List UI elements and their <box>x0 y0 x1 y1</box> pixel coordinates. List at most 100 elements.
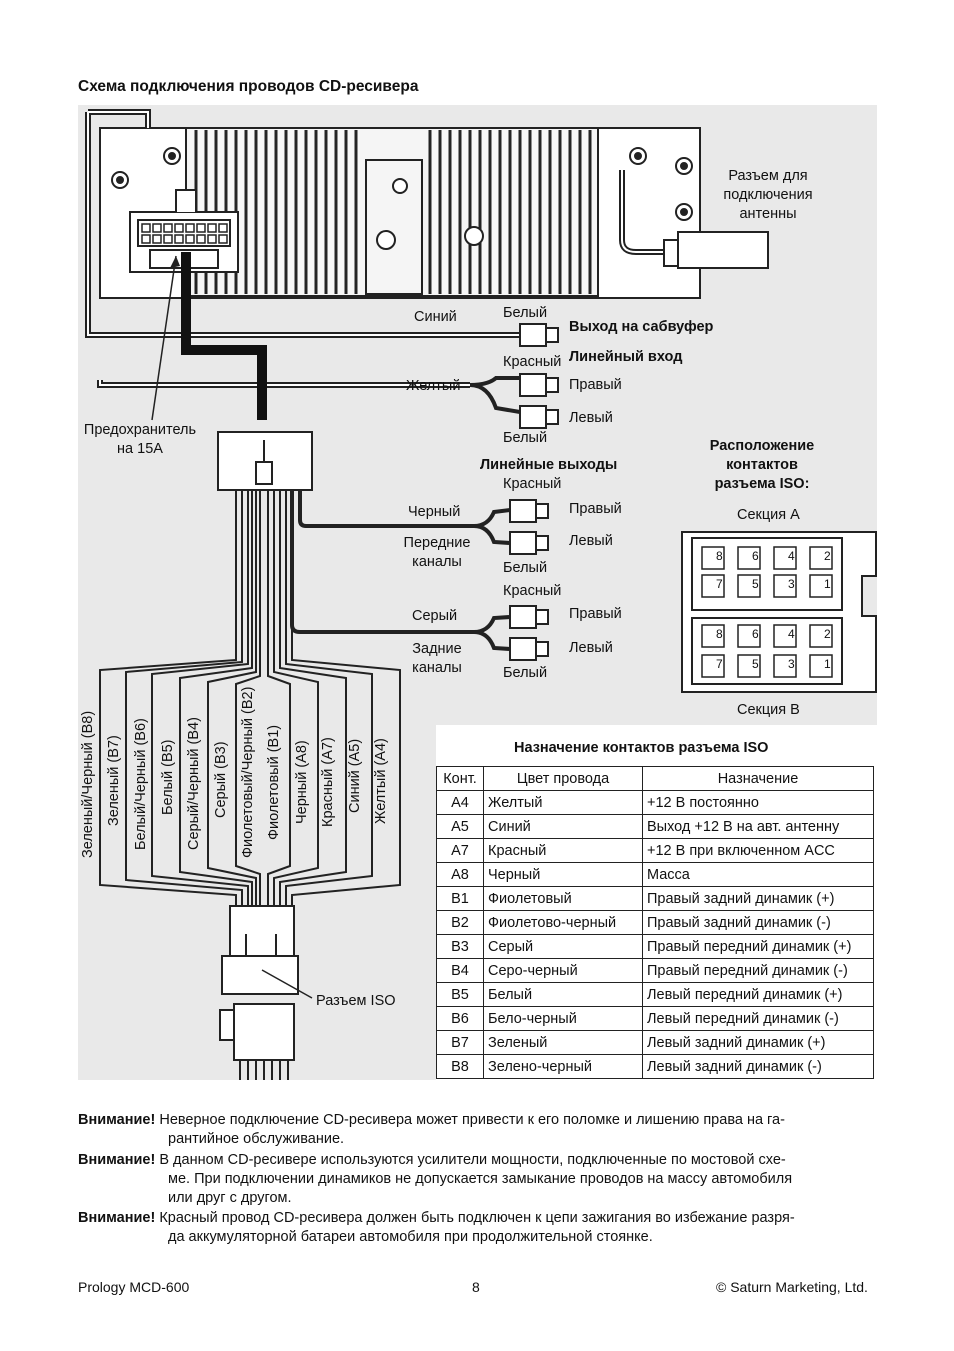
pin-b8: 8 <box>716 627 723 641</box>
warning-3: Внимание! Красный провод CD-ресивера дол… <box>78 1209 878 1247</box>
fuse-pointer <box>151 255 177 421</box>
pin-a7: 7 <box>716 577 723 591</box>
pin-b7: 7 <box>716 657 723 671</box>
rear-wire-label: Серый <box>412 608 458 624</box>
wire-label-a8: Черный (A8) <box>294 740 310 824</box>
wire-label-b4: Серый/Черный (B4) <box>186 717 202 850</box>
warning-line: рантийное обслуживание. <box>168 1131 345 1147</box>
diagram-background <box>78 105 877 1080</box>
pin-cell: B7 <box>436 1030 484 1055</box>
column-header-pin: Конт. <box>436 766 484 791</box>
purpose-cell: Левый задний динамик (+) <box>642 1030 874 1055</box>
front-left-label: Левый <box>569 533 613 549</box>
warning-line: Неверное подключение CD-ресивера может п… <box>159 1112 785 1128</box>
pin-cell: A8 <box>436 862 484 887</box>
wire-label-b6: Белый/Черный (B6) <box>133 718 149 850</box>
pin-a8: 8 <box>716 549 723 563</box>
line-out-title: Линейные выходы <box>480 457 618 473</box>
pin-a4: 4 <box>788 549 795 563</box>
purpose-cell: +12 В постоянно <box>642 790 874 815</box>
rear-right-label: Правый <box>569 606 622 622</box>
pin-b4: 4 <box>788 627 795 641</box>
color-cell: Синий <box>483 814 643 839</box>
pin-cell: B6 <box>436 1006 484 1031</box>
purpose-cell: +12 В при включенном ACC <box>642 838 874 863</box>
warning-line: или друг с другом. <box>168 1190 292 1206</box>
warning-head: Внимание! <box>78 1152 156 1168</box>
outer-wires-inner <box>87 111 520 386</box>
purpose-cell: Правый задний динамик (+) <box>642 886 874 911</box>
color-cell: Зеленый <box>483 1030 643 1055</box>
line-in-white-label: Белый <box>503 430 548 446</box>
wire-label-a7: Красный (A7) <box>320 737 336 827</box>
subwoofer-plug-label: Белый <box>503 305 548 321</box>
purpose-cell: Левый передний динамик (+) <box>642 982 874 1007</box>
main-harness-cable <box>181 252 267 420</box>
iso-connector-label: Разъем ISO <box>316 993 396 1009</box>
section-a-label: Секция A <box>737 507 800 523</box>
color-cell: Серо-черный <box>483 958 643 983</box>
warning-head: Внимание! <box>78 1210 156 1226</box>
section-b-label: Секция B <box>737 702 800 718</box>
subwoofer-wire-label: Синий <box>414 309 457 325</box>
purpose-cell: Правый задний динамик (-) <box>642 910 874 935</box>
pin-cell: B8 <box>436 1054 484 1079</box>
color-cell: Серый <box>483 934 643 959</box>
warning-line: В данном CD-ресивере используются усилит… <box>159 1152 786 1168</box>
color-cell: Зелено-черный <box>483 1054 643 1079</box>
wire-label-b1: Фиолетовый (B1) <box>266 724 282 840</box>
page-title: Схема подключения проводов CD-ресивера <box>78 78 419 95</box>
purpose-cell: Масса <box>642 862 874 887</box>
rear-red-label: Красный <box>503 583 562 599</box>
purpose-cell: Выход +12 В на авт. антенну <box>642 814 874 839</box>
pin-b6: 6 <box>752 627 759 641</box>
pin-cell: B1 <box>436 886 484 911</box>
pin-cell: B3 <box>436 934 484 959</box>
pin-b2: 2 <box>824 627 831 641</box>
line-in-left-label: Левый <box>569 410 613 426</box>
column-header-color: Цвет провода <box>483 766 643 791</box>
purpose-cell: Левый задний динамик (-) <box>642 1054 874 1079</box>
wire-label-b7: Зеленый (B7) <box>106 735 122 826</box>
front-white-label: Белый <box>503 560 548 576</box>
pin-b5: 5 <box>752 657 759 671</box>
color-cell: Фиолетово-черный <box>483 910 643 935</box>
pin-a3: 3 <box>788 577 795 591</box>
line-in-wire-label: Желтый <box>406 378 461 394</box>
pin-b1: 1 <box>824 657 831 671</box>
pin-cell: A4 <box>436 790 484 815</box>
line-in-right-label: Правый <box>569 377 622 393</box>
purpose-cell: Правый передний динамик (+) <box>642 934 874 959</box>
pin-cell: B2 <box>436 910 484 935</box>
front-wire-label: Черный <box>408 504 461 520</box>
wire-bundle <box>99 490 401 906</box>
color-cell: Красный <box>483 838 643 863</box>
pin-a6: 6 <box>752 549 759 563</box>
wire-label-b2: Фиолетовый/Черный (B2) <box>240 686 256 858</box>
warning-1: Внимание! Неверное подключение CD-ресиве… <box>78 1111 878 1149</box>
warning-head: Внимание! <box>78 1112 156 1128</box>
line-in-red-label: Красный <box>503 354 562 370</box>
pin-cell: B4 <box>436 958 484 983</box>
footer-page-number: 8 <box>472 1279 480 1295</box>
harness-connector <box>217 431 313 491</box>
pin-cell: B5 <box>436 982 484 1007</box>
front-right-label: Правый <box>569 501 622 517</box>
warning-line: да аккумуляторной батареи автомобиля при… <box>168 1229 653 1245</box>
wire-label-a5: Синий (A5) <box>347 738 363 813</box>
